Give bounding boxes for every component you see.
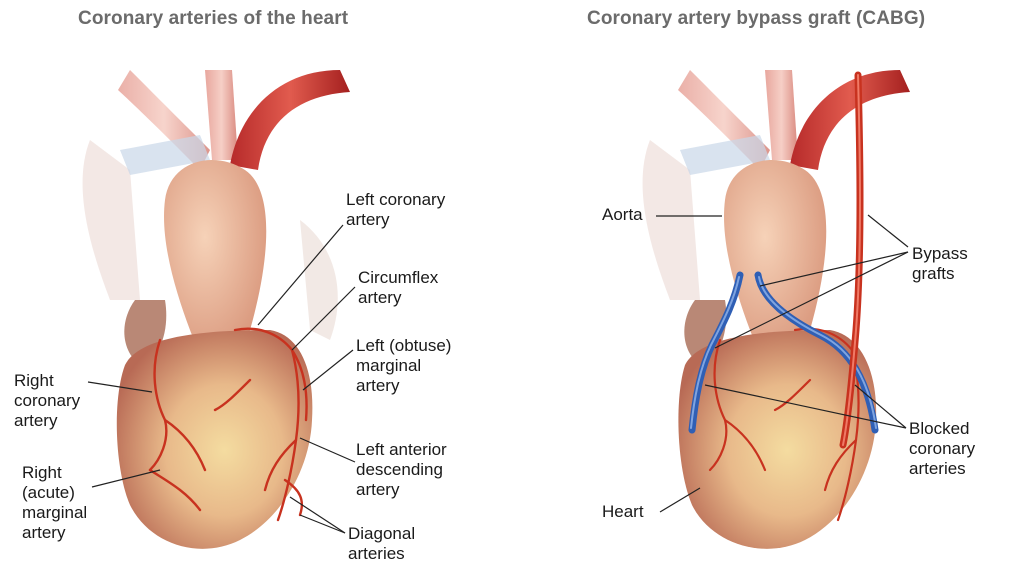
label-diagonal-arteries: Diagonal arteries: [348, 524, 415, 564]
label-left-obtuse-marginal-artery: Left (obtuse) marginal artery: [356, 336, 451, 396]
label-aorta: Aorta: [602, 205, 643, 225]
label-circumflex-artery: Circumflex artery: [358, 268, 438, 308]
label-right-acute-marginal-artery: Right (acute) marginal artery: [22, 463, 87, 543]
label-bypass-grafts: Bypass grafts: [912, 244, 968, 284]
left-heart-illustration: [83, 70, 355, 549]
label-left-anterior-descending-artery: Left anterior descending artery: [356, 440, 447, 500]
label-right-coronary-artery: Right coronary artery: [14, 371, 80, 431]
label-left-coronary-artery: Left coronary artery: [346, 190, 445, 230]
label-blocked-coronary-arteries: Blocked coronary arteries: [909, 419, 975, 479]
label-heart: Heart: [602, 502, 644, 522]
right-heart-illustration: [643, 70, 910, 549]
